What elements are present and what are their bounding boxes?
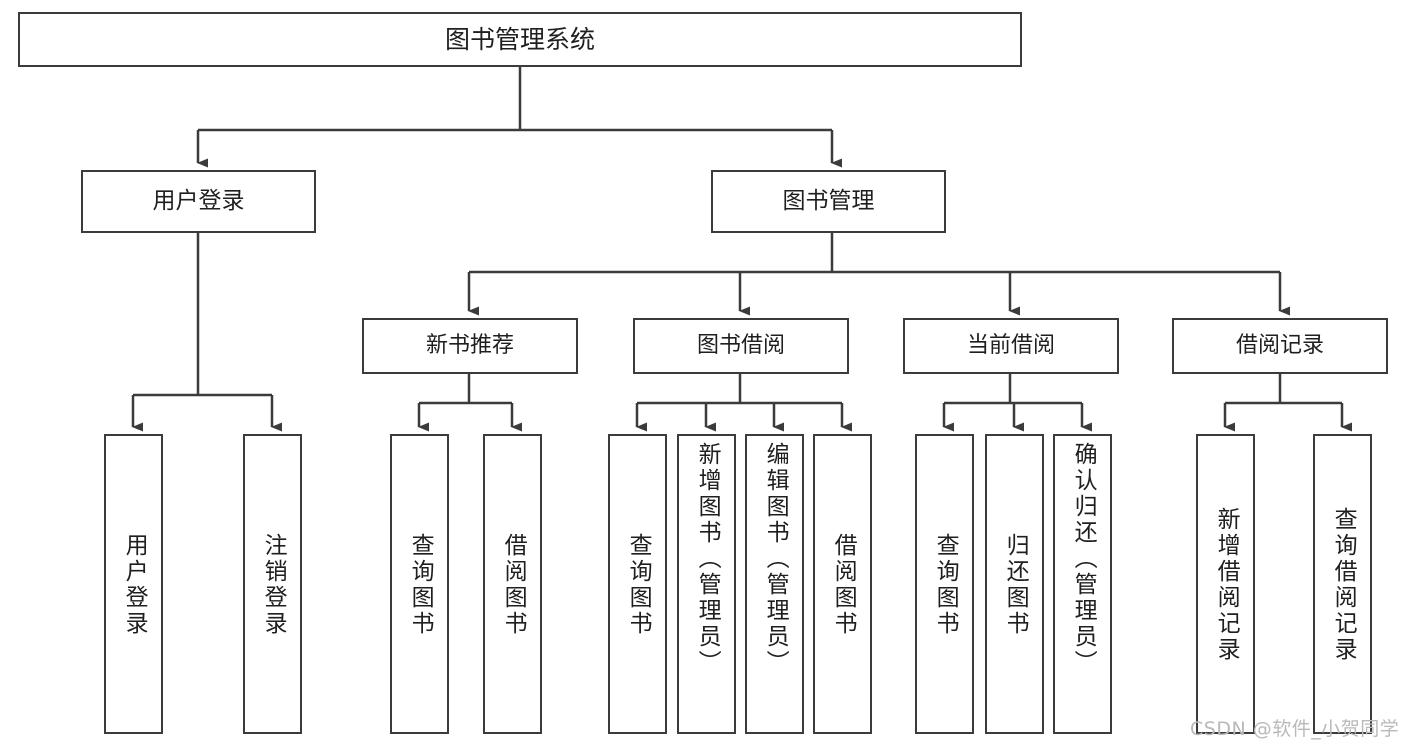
leaf-borrow-books-recommend-label: 借阅图书 — [500, 533, 527, 637]
leaf-borrow-books-recommend[interactable]: 借阅图书 — [483, 434, 542, 734]
leaf-return-books-label: 归还图书 — [1002, 533, 1029, 637]
leaf-query-borrow-record[interactable]: 查询借阅记录 — [1313, 434, 1372, 734]
leaf-logout[interactable]: 注销登录 — [243, 434, 302, 734]
leaf-user-login-label: 用户登录 — [121, 533, 148, 637]
leaf-edit-book-admin[interactable]: 编辑图书（管理员） — [745, 434, 804, 734]
node-book-borrow-label: 图书借阅 — [696, 333, 785, 359]
leaf-add-borrow-record-label: 新增借阅记录 — [1213, 507, 1240, 663]
node-current-borrow[interactable]: 当前借阅 — [903, 318, 1119, 374]
node-user-login[interactable]: 用户登录 — [81, 170, 316, 233]
node-book-borrow[interactable]: 图书借阅 — [633, 318, 849, 374]
node-new-book-recommend[interactable]: 新书推荐 — [362, 318, 578, 374]
node-book-management-label: 图书管理 — [782, 187, 875, 214]
leaf-query-borrow-record-label: 查询借阅记录 — [1330, 507, 1357, 663]
leaf-add-book-admin-label: 新增图书（管理员） — [694, 442, 721, 676]
leaf-query-books-recommend[interactable]: 查询图书 — [390, 434, 449, 734]
leaf-query-books-current[interactable]: 查询图书 — [915, 434, 974, 734]
leaf-query-books-borrow-label: 查询图书 — [625, 533, 652, 637]
watermark-text: CSDN @软件_小贺同学 — [1190, 718, 1400, 740]
node-book-management[interactable]: 图书管理 — [711, 170, 946, 233]
leaf-add-borrow-record[interactable]: 新增借阅记录 — [1196, 434, 1255, 734]
node-borrow-records[interactable]: 借阅记录 — [1172, 318, 1388, 374]
node-user-login-label: 用户登录 — [152, 187, 245, 214]
node-new-book-recommend-label: 新书推荐 — [425, 333, 514, 359]
node-root[interactable]: 图书管理系统 — [18, 12, 1022, 67]
leaf-confirm-return-admin-label: 确认归还（管理员） — [1070, 442, 1097, 676]
leaf-user-login[interactable]: 用户登录 — [104, 434, 163, 734]
leaf-confirm-return-admin[interactable]: 确认归还（管理员） — [1053, 434, 1112, 734]
leaf-query-books-current-label: 查询图书 — [932, 533, 959, 637]
leaf-borrow-books-borrow[interactable]: 借阅图书 — [813, 434, 872, 734]
leaf-edit-book-admin-label: 编辑图书（管理员） — [762, 442, 789, 676]
leaf-query-books-borrow[interactable]: 查询图书 — [608, 434, 667, 734]
leaf-borrow-books-borrow-label: 借阅图书 — [830, 533, 857, 637]
node-borrow-records-label: 借阅记录 — [1235, 333, 1324, 359]
leaf-query-books-recommend-label: 查询图书 — [407, 533, 434, 637]
leaf-add-book-admin[interactable]: 新增图书（管理员） — [677, 434, 736, 734]
node-current-borrow-label: 当前借阅 — [966, 333, 1055, 359]
node-root-label: 图书管理系统 — [444, 24, 595, 54]
leaf-return-books[interactable]: 归还图书 — [985, 434, 1044, 734]
leaf-logout-label: 注销登录 — [260, 533, 287, 637]
